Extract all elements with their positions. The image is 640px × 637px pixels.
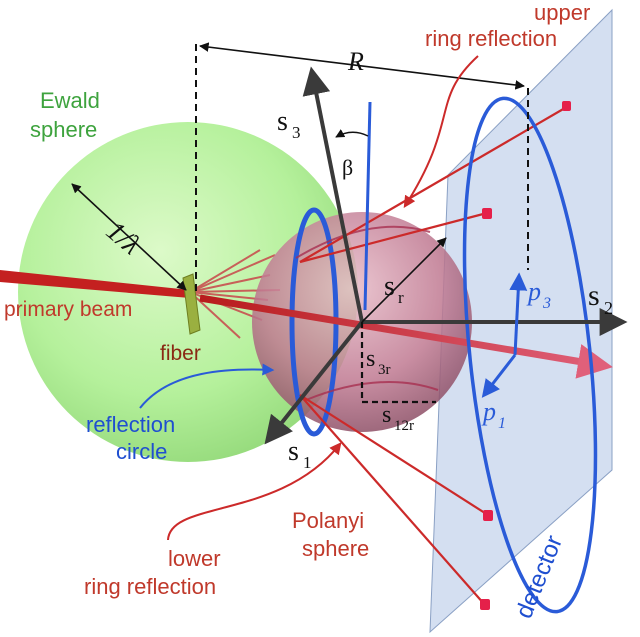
label-primary-beam: primary beam (4, 298, 132, 321)
sr-radius-arrow (361, 237, 447, 323)
p3-axis (509, 272, 528, 356)
lower-ring-band (305, 381, 439, 401)
svg-text:s: s (384, 271, 395, 302)
label-p1: p 1 (481, 397, 506, 432)
label-s3r: s 3r (366, 346, 391, 378)
label-s3: s 3 (277, 106, 301, 142)
svg-text:upper: upper (534, 0, 590, 25)
label-reflection-circle: reflection circle (86, 412, 175, 464)
beta-angle-arc (335, 129, 369, 138)
label-s1: s 1 (288, 436, 312, 472)
s3-axis (302, 66, 364, 323)
svg-text:2: 2 (604, 298, 613, 318)
svg-text:s: s (588, 279, 600, 312)
svg-text:s: s (366, 346, 375, 372)
label-s12r: s 12r (382, 402, 414, 434)
label-upper-ring: upper ring reflection (425, 0, 590, 51)
label-sr: s r (384, 271, 404, 307)
svg-text:p: p (526, 277, 541, 306)
svg-text:s: s (277, 106, 288, 137)
label-beta: β (342, 155, 353, 180)
svg-text:sphere: sphere (302, 536, 369, 561)
s1-axis (264, 320, 364, 445)
fiber-direction-line (363, 101, 372, 311)
svg-text:3: 3 (292, 123, 301, 142)
svg-text:ring reflection: ring reflection (84, 574, 216, 599)
svg-text:circle: circle (116, 439, 167, 464)
svg-text:lower: lower (168, 546, 221, 571)
svg-text:Ewald: Ewald (40, 88, 100, 113)
reflection-spots (480, 101, 571, 610)
svg-text:p: p (481, 397, 496, 426)
svg-text:ring reflection: ring reflection (425, 26, 557, 51)
label-R: R (347, 47, 364, 76)
reflection-circle-pointer (139, 363, 275, 409)
svg-text:reflection: reflection (86, 412, 175, 437)
label-polanyi-sphere: Polanyi sphere (292, 508, 369, 561)
fiber (182, 273, 201, 335)
svg-text:s: s (382, 402, 391, 428)
label-s2: s 2 (588, 279, 613, 318)
svg-text:1: 1 (498, 415, 506, 432)
inv-lambda-radius-arrow (71, 183, 187, 291)
svg-text:3: 3 (542, 295, 551, 312)
svg-text:1: 1 (303, 453, 312, 472)
primary-beam-outgoing (199, 294, 613, 379)
p1-axis (481, 354, 517, 398)
upper-ring-pointer (403, 55, 479, 209)
label-fiber: fiber (160, 342, 201, 365)
label-lower-ring: lower ring reflection (84, 546, 221, 599)
detector-ring (462, 96, 598, 614)
label-ewald-sphere: Ewald sphere (30, 88, 100, 142)
svg-text:r: r (398, 288, 404, 307)
svg-text:s: s (288, 436, 299, 467)
label-p3: p 3 (526, 277, 551, 312)
lower-ring-pointer (167, 442, 342, 541)
R-dimension-arrow (199, 42, 525, 90)
svg-text:12r: 12r (394, 418, 414, 434)
svg-text:3r: 3r (378, 362, 391, 378)
svg-text:sphere: sphere (30, 117, 97, 142)
svg-text:Polanyi: Polanyi (292, 508, 364, 533)
polanyi-coordinates (360, 322, 436, 404)
